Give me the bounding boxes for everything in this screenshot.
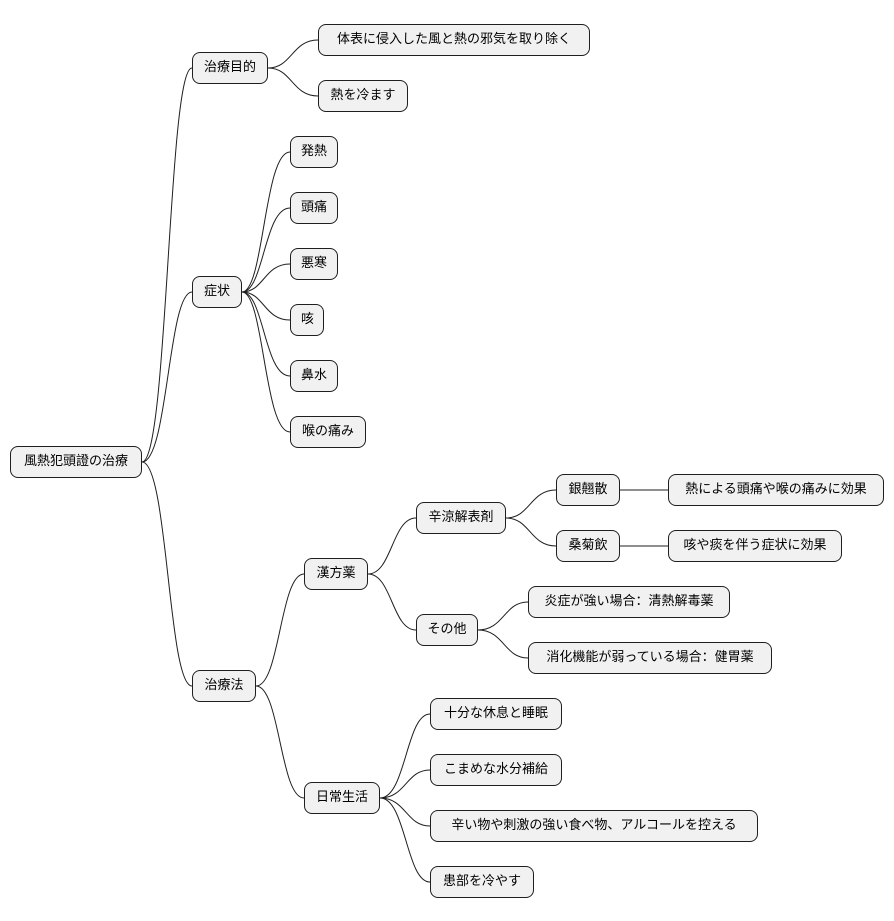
daily-item: こまめな水分補給: [430, 754, 562, 786]
shinryo-node: 辛涼解表剤: [416, 502, 506, 534]
symptom-item: 悪寒: [290, 248, 338, 280]
remedy-effect: 咳や痰を伴う症状に効果: [668, 530, 842, 562]
remedy-effect: 熱による頭痛や喉の痛みに効果: [668, 474, 884, 506]
other-item: 炎症が強い場合：清熱解毒薬: [528, 586, 730, 618]
root-node: 風熱犯頭證の治療: [10, 446, 142, 478]
daily-item: 辛い物や刺激の強い食べ物、アルコールを控える: [430, 810, 758, 842]
symptom-item: 咳: [290, 304, 324, 336]
daily-node: 日常生活: [304, 782, 380, 814]
remedy-name: 桑菊飲: [556, 530, 620, 562]
other-node: その他: [416, 614, 478, 646]
symptom-item: 鼻水: [290, 360, 338, 392]
symptom-item: 喉の痛み: [290, 416, 366, 448]
purpose-item: 熱を冷ます: [318, 80, 408, 112]
symptom-item: 頭痛: [290, 192, 338, 224]
purpose-item: 体表に侵入した風と熱の邪気を取り除く: [318, 24, 590, 56]
remedy-name: 銀翹散: [556, 474, 620, 506]
daily-item: 患部を冷やす: [430, 866, 534, 898]
symptoms-node: 症状: [192, 276, 242, 308]
kampo-node: 漢方薬: [304, 558, 368, 590]
other-item: 消化機能が弱っている場合：健胃薬: [528, 642, 772, 674]
symptom-item: 発熱: [290, 136, 338, 168]
daily-item: 十分な休息と睡眠: [430, 698, 562, 730]
purpose-node: 治療目的: [192, 52, 268, 84]
treatment-node: 治療法: [192, 670, 256, 702]
